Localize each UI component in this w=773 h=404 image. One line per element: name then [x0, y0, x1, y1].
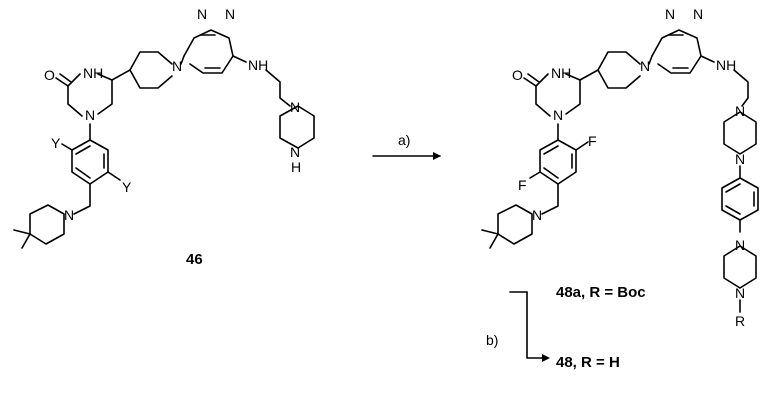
- atom-n: N: [172, 58, 182, 74]
- atom-f: F: [588, 133, 597, 149]
- atom-n: N: [85, 107, 95, 123]
- compound-label-48: 48, R = H: [556, 354, 620, 371]
- atom-n: N: [640, 58, 650, 74]
- compound-label-46: 46: [186, 251, 203, 268]
- atom-y: Y: [51, 135, 61, 151]
- atom-n: N: [693, 6, 703, 22]
- atom-n: N: [735, 151, 745, 167]
- atom-n: N: [290, 99, 300, 115]
- atom-r: R: [735, 313, 745, 329]
- step-label-a: a): [398, 132, 410, 148]
- step-label-b: b): [486, 332, 498, 348]
- atom-nh: NH: [716, 57, 736, 73]
- atom-n: N: [735, 285, 745, 301]
- atom-n: N: [665, 6, 675, 22]
- atom-n: N: [553, 107, 563, 123]
- atom-h: H: [291, 159, 301, 175]
- atom-n: N: [735, 237, 745, 253]
- atom-f: F: [518, 177, 527, 193]
- atom-n: N: [64, 207, 74, 223]
- reaction-arrow-b: [526, 291, 550, 362]
- reactant-atom-labels: N N N NH O N Y Y N NH N N H: [44, 6, 301, 223]
- compound-label-48a: 48a, R = Boc: [556, 284, 646, 301]
- atom-y: Y: [122, 179, 132, 195]
- reactant-structure-46: [13, 29, 315, 249]
- reaction-arrow-a: [372, 152, 441, 160]
- atom-n: N: [290, 144, 300, 160]
- atom-n: N: [532, 207, 542, 223]
- atom-n: N: [225, 6, 235, 22]
- atom-nh: NH: [83, 65, 103, 81]
- atom-o: O: [44, 67, 55, 83]
- atom-nh: NH: [248, 57, 268, 73]
- atom-nh: NH: [551, 65, 571, 81]
- atom-n: N: [197, 6, 207, 22]
- product-structure-48: [481, 29, 759, 313]
- atom-o: O: [512, 67, 523, 83]
- product-atom-labels: N N N NH O N F F N NH N N N N R: [512, 6, 745, 329]
- atom-n: N: [735, 103, 745, 119]
